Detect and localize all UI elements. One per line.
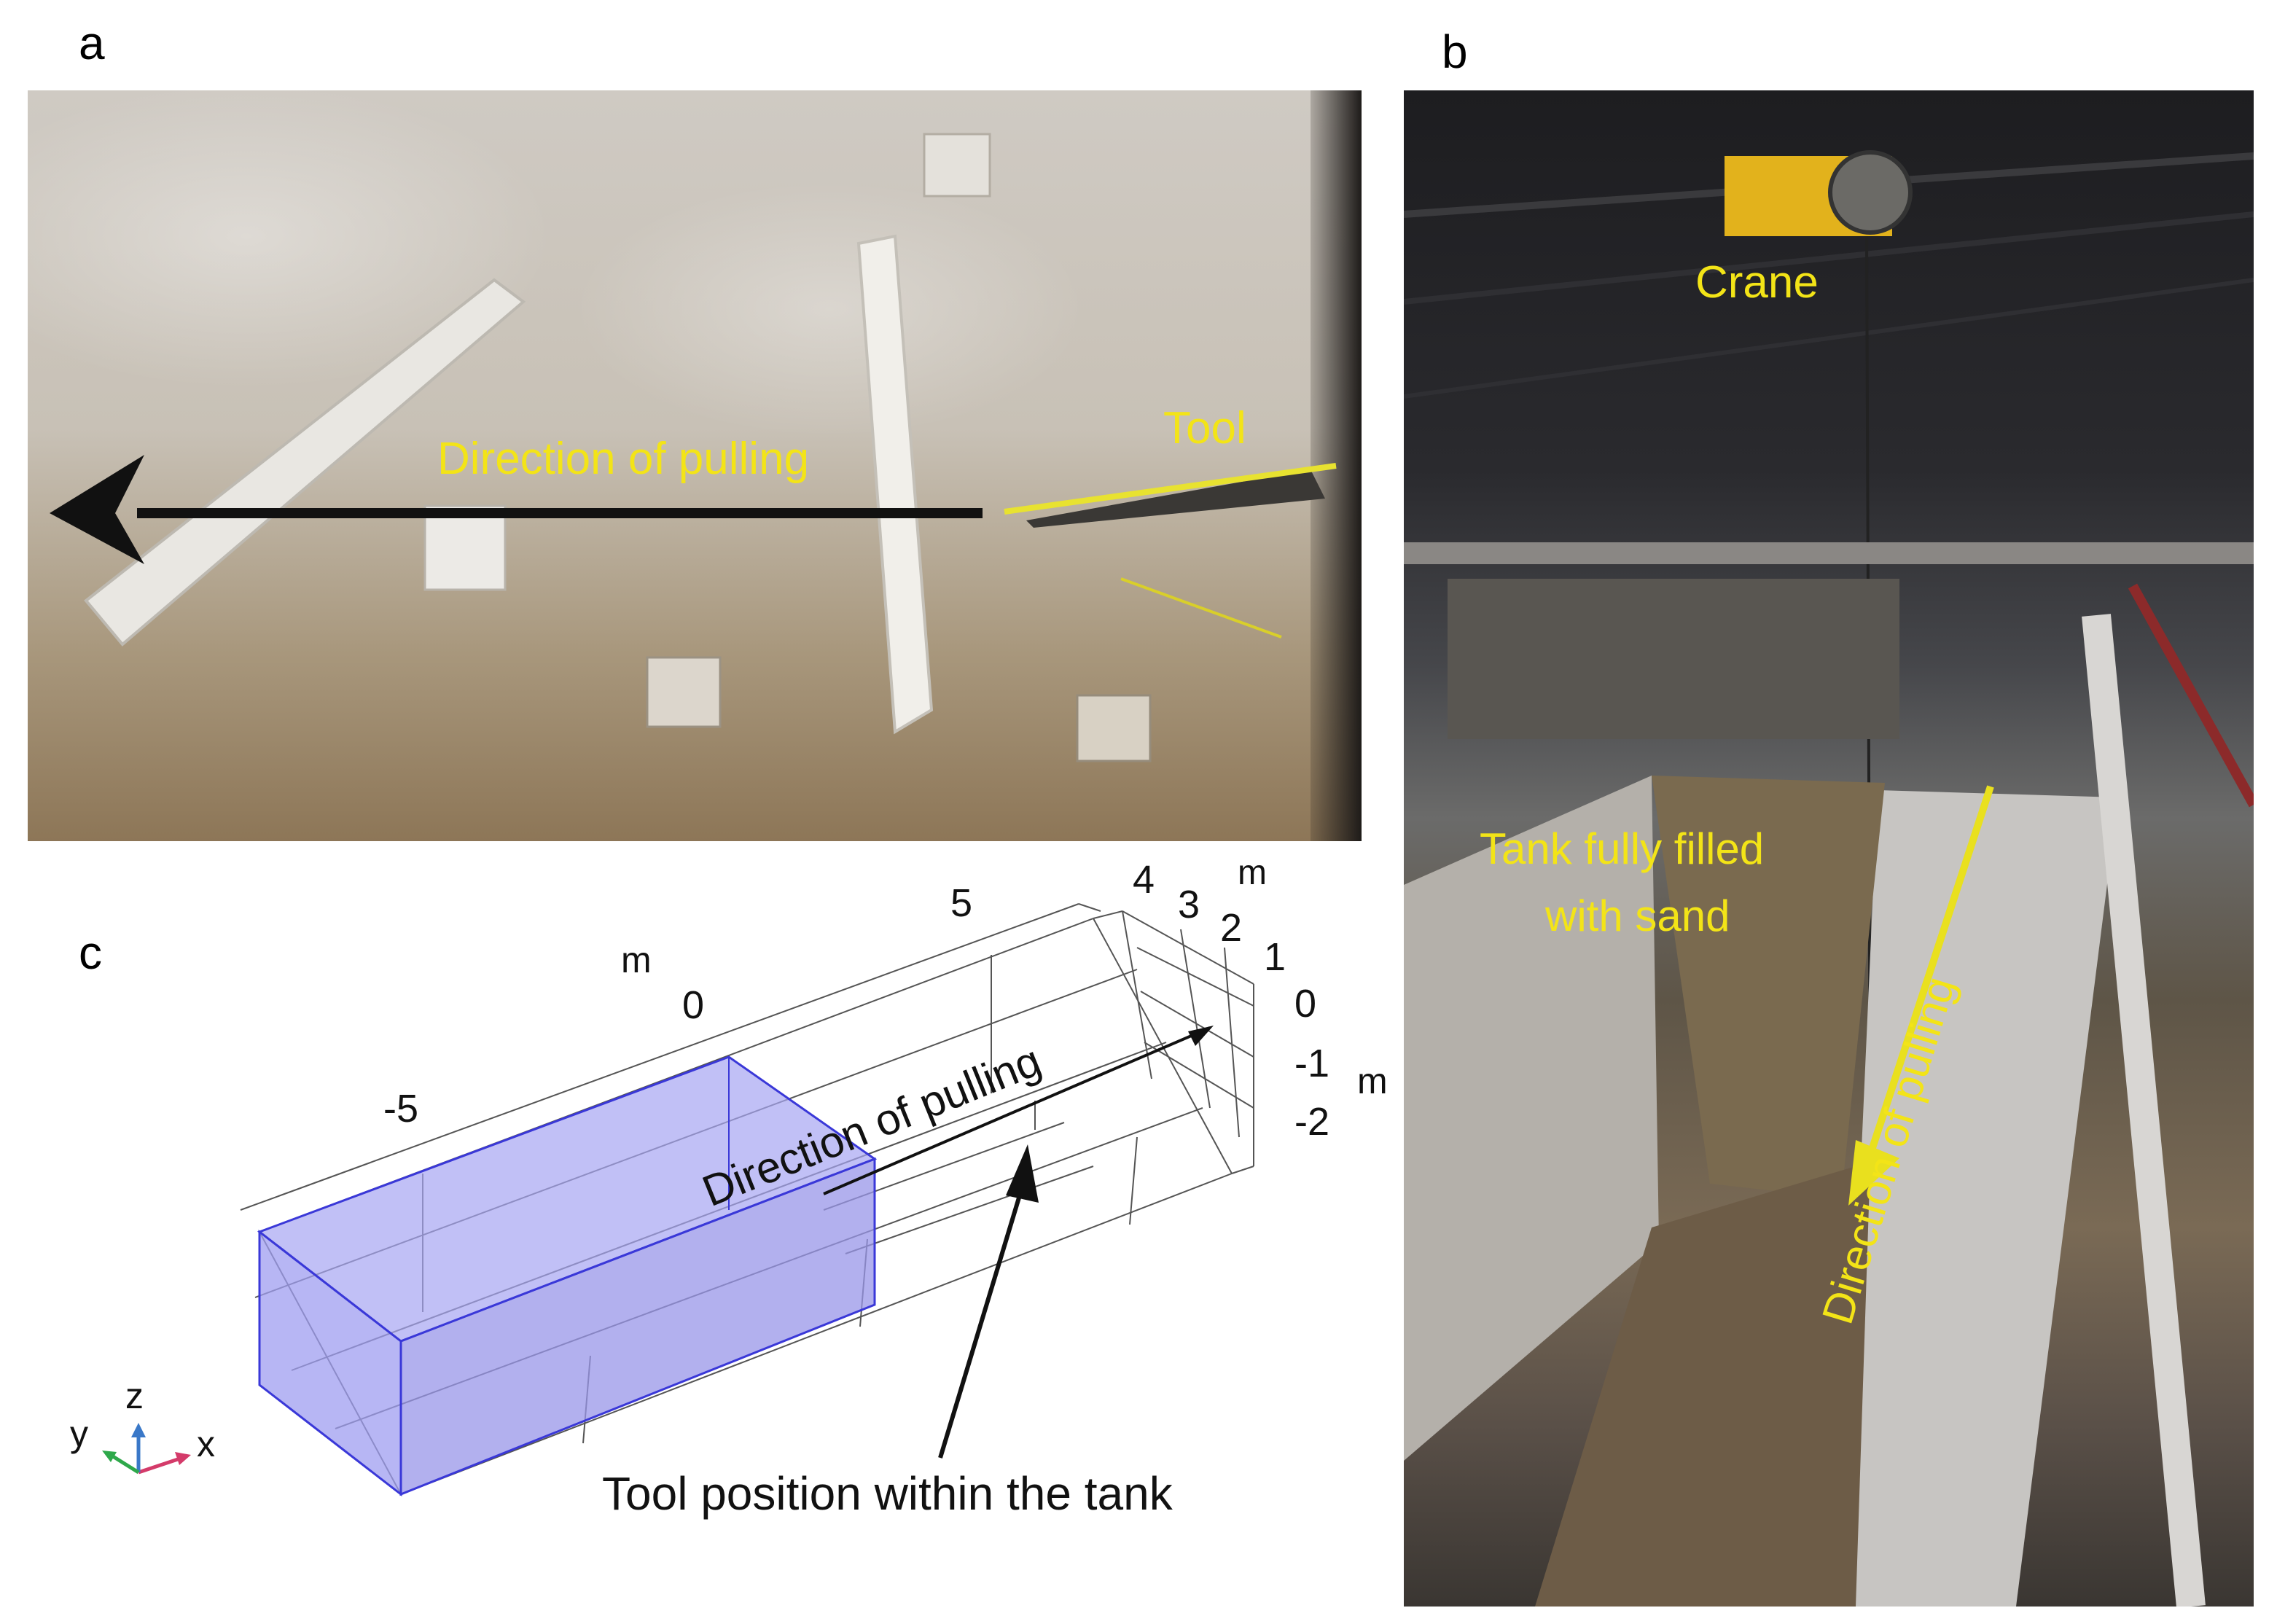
crane-label: Crane: [1695, 257, 1819, 308]
panel-b-direction-arrow-shaft: [1867, 785, 1994, 1156]
y-tick-2: 2: [1220, 906, 1243, 950]
vertical-block: [856, 234, 934, 735]
crane-drum: [1828, 150, 1913, 235]
y-axis-unit: m: [1238, 854, 1267, 892]
triad-y-label: y: [70, 1413, 88, 1454]
y-tick-4: 4: [1133, 858, 1155, 902]
y-tick-1: 1: [1264, 935, 1286, 979]
pulling-direction-arrowhead: [50, 455, 144, 564]
panel-b-overlay: [1404, 150, 2254, 1607]
x-tick-5: 5: [950, 881, 973, 925]
diagonal-block: [84, 278, 526, 647]
tool-trench: [1026, 469, 1325, 528]
sand-surface: [1652, 776, 1885, 1198]
panel-b-letter: b: [1442, 26, 1468, 78]
z-tick-minus2: -2: [1294, 1100, 1330, 1144]
axis-triad: [102, 1423, 191, 1475]
z-axis-unit: m: [1357, 1061, 1388, 1101]
z-tick-minus1: -1: [1294, 1042, 1330, 1085]
sand-surface-photo: Direction of pulling Tool: [28, 90, 1362, 841]
x-axis-unit: m: [621, 940, 652, 980]
tool-position-pointer-shaft: [938, 1180, 1026, 1459]
panel-a-overlay: [50, 133, 1337, 762]
sand-volume-box: [257, 1055, 878, 1497]
tank-floor: [1535, 1162, 1870, 1607]
x-tick-minus5: -5: [383, 1087, 419, 1131]
panel-a-letter: a: [79, 17, 105, 69]
tool-line: [1004, 463, 1337, 515]
triad-z-label: z: [125, 1375, 144, 1416]
plate-bottom-right: [1076, 694, 1152, 762]
z-tick-0: 0: [1294, 982, 1317, 1026]
plate-top: [923, 133, 991, 198]
tank-label-line2: with sand: [1545, 891, 1730, 940]
plate-middle: [423, 504, 507, 591]
tool-position-label: Tool position within the tank: [602, 1467, 1173, 1520]
tank-label-line1: Tank fully filled: [1480, 824, 1765, 873]
panel-c-direction-arrowhead: [1188, 1026, 1214, 1046]
tool-line-3d: [823, 1026, 1211, 1195]
panel-c-letter: c: [79, 926, 102, 979]
tool-position-pointer-arrowhead: [1006, 1144, 1039, 1203]
triad-y-axis: [108, 1452, 140, 1475]
x-tick-0: 0: [682, 983, 705, 1027]
panel-b-direction-arrowhead: [1848, 1140, 1899, 1206]
lab-hall-photo: Crane Tank fully filled with sand Direct…: [1404, 90, 2254, 1607]
y-tick-3: 3: [1178, 883, 1200, 926]
triad-x-label: x: [197, 1424, 215, 1464]
tool-guide-line: [1120, 577, 1282, 639]
tank-left-wall: [1404, 776, 1659, 1461]
panel-a-tool-label: Tool: [1163, 403, 1246, 453]
triad-x-axis: [138, 1456, 183, 1475]
plate-bottom-left: [646, 656, 722, 728]
tank-right-wall: [1841, 790, 2118, 1607]
panel-a-direction-label: Direction of pulling: [437, 434, 810, 484]
